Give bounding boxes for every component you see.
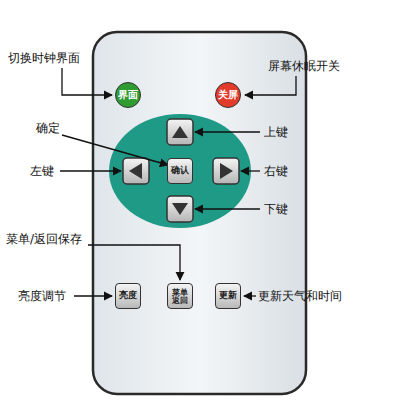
callout-label: 屏幕休眠开关: [268, 59, 340, 73]
callout-label: 左键: [30, 164, 54, 178]
button-label: 界面: [118, 90, 138, 101]
round-button: 界面: [115, 82, 141, 108]
button-label: 菜单 返回: [171, 288, 189, 305]
button-label: 亮度: [119, 291, 137, 300]
callout-label: 右键: [264, 164, 288, 178]
callout-label: 确定: [36, 121, 60, 135]
callout-label: 上键: [264, 125, 288, 139]
square-button: 确认: [167, 158, 193, 184]
button-label: 确认: [171, 166, 189, 175]
callout-label: 亮度调节: [18, 289, 66, 303]
nav-pad: [109, 114, 251, 228]
button-label: 关屏: [218, 90, 238, 101]
leader-lines: [60, 68, 296, 296]
callout-label: 更新天气和时间: [258, 289, 342, 303]
button-label: 更新: [219, 291, 237, 300]
arrow-keys: [123, 119, 239, 222]
remote-body: [93, 32, 306, 394]
square-button: 亮度: [115, 283, 141, 309]
round-button: 关屏: [215, 82, 241, 108]
callout-label: 切换时钟界面: [8, 51, 80, 65]
square-button: 更新: [215, 283, 241, 309]
callout-label: 菜单/返回保存: [6, 232, 82, 246]
callout-label: 下键: [264, 202, 288, 216]
square-button: 菜单 返回: [167, 283, 193, 309]
